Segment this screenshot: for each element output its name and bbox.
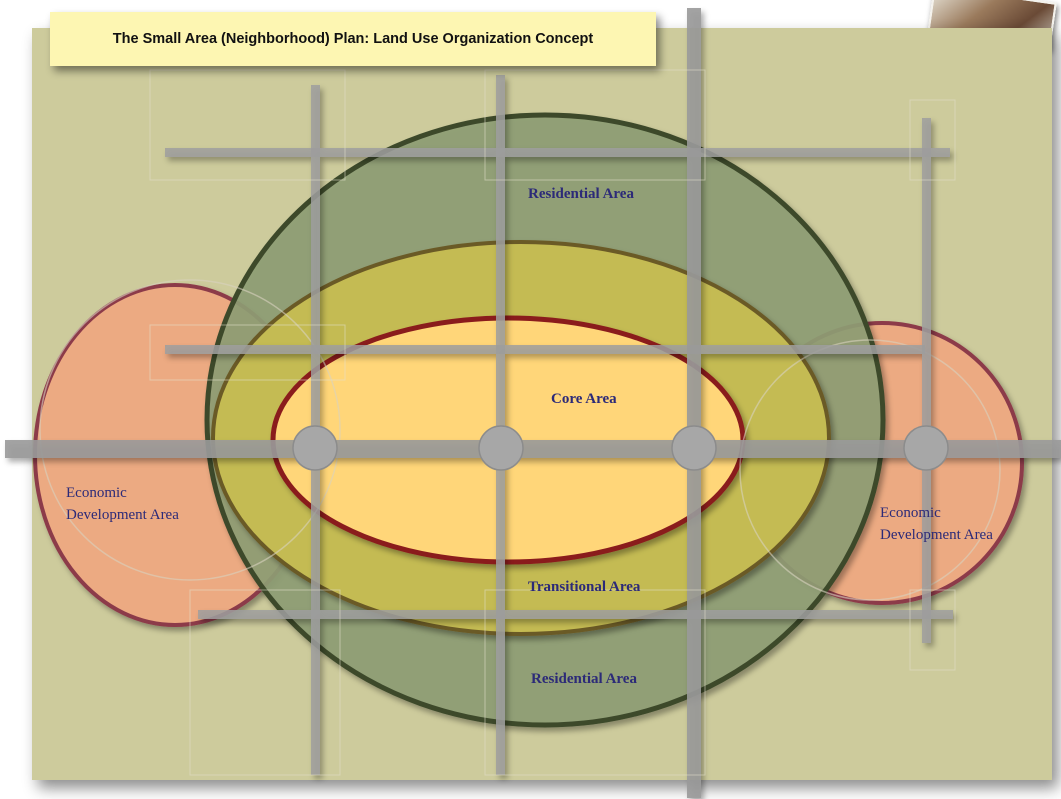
label-residential-bottom: Residential Area (531, 671, 637, 687)
road-vertical-3 (687, 8, 701, 798)
label-economic-right-line1: Economic (880, 505, 941, 521)
intersection-nodes (292, 425, 949, 471)
block-outline (909, 99, 956, 181)
road-vertical-4 (922, 118, 931, 643)
node-3 (671, 425, 717, 471)
block-outlines (149, 69, 956, 776)
node-2 (478, 425, 524, 471)
block-outline (484, 69, 706, 181)
label-economic-right-line2: Development Area (880, 527, 993, 543)
economic-right-outline (739, 339, 1001, 601)
road-vertical-2 (496, 75, 505, 775)
block-outline (189, 589, 341, 776)
page-title: The Small Area (Neighborhood) Plan: Land… (112, 31, 594, 47)
node-4 (903, 425, 949, 471)
label-economic-left-line2: Development Area (66, 507, 179, 523)
road-horizontal-lower (198, 610, 953, 619)
block-outline (149, 324, 346, 381)
node-1 (292, 425, 338, 471)
block-outline (909, 589, 956, 671)
label-transitional: Transitional Area (528, 579, 641, 595)
block-outline (484, 589, 706, 776)
label-core: Core Area (551, 391, 617, 407)
label-residential-top: Residential Area (528, 186, 634, 202)
road-horizontal-upper-mid (165, 345, 925, 354)
road-horizontal-main (5, 440, 1061, 458)
title-box: The Small Area (Neighborhood) Plan: Land… (50, 12, 656, 66)
road-horizontal-top (165, 148, 950, 157)
label-economic-left-line1: Economic (66, 485, 127, 501)
block-outline (149, 69, 346, 181)
economic-left-outline (39, 279, 341, 581)
